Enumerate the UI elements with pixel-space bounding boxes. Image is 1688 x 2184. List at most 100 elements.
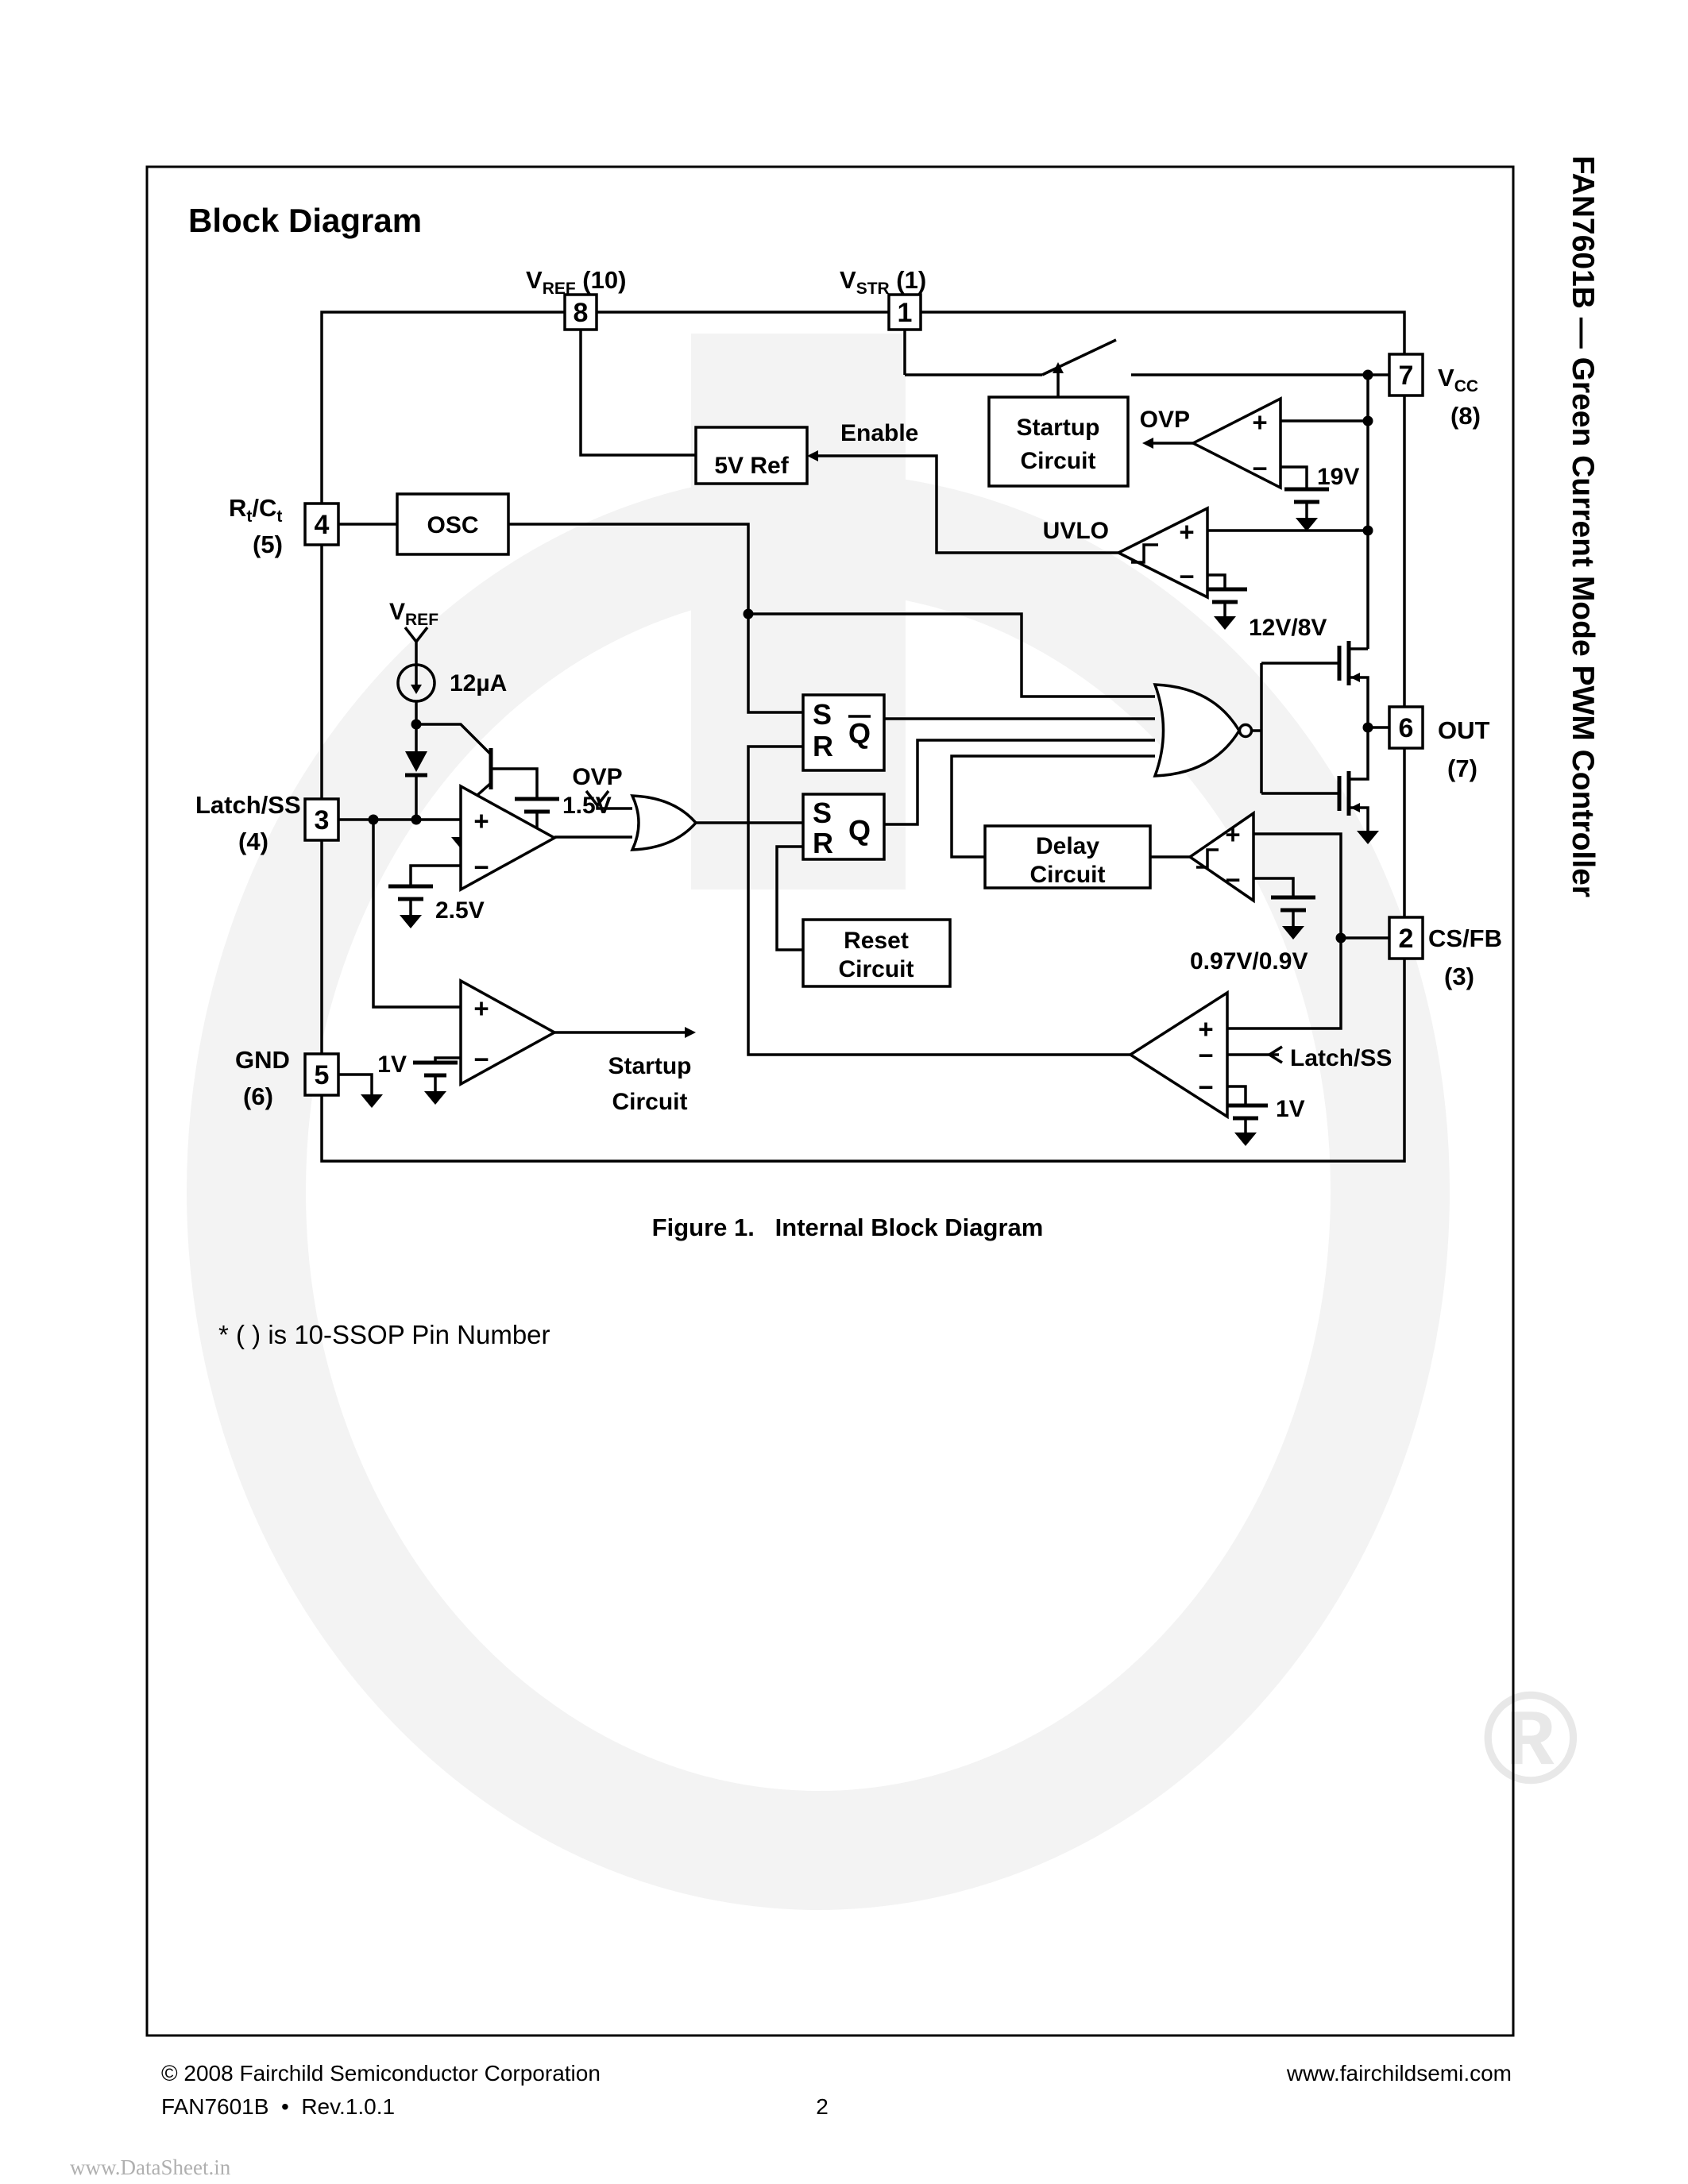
arrowhead-startup-up-icon <box>1053 362 1064 373</box>
switch-icon <box>1041 338 1117 376</box>
label-startup-circuit-2: Circuit <box>612 1089 687 1115</box>
datasheet-watermark-link: www.DataSheet.in <box>70 2155 231 2179</box>
hysteresis-icon-burst <box>1196 848 1219 869</box>
vstr-pkg: (1) <box>890 266 927 294</box>
block-label-startup-2: Circuit <box>1020 448 1095 474</box>
battery-19v-icon <box>1284 487 1329 518</box>
junction-dot <box>368 814 379 825</box>
battery-2v5-icon <box>388 884 433 915</box>
wire-burst-minus <box>1253 877 1295 897</box>
wire-pin3-startupcmp <box>372 820 461 1009</box>
arrowhead-startupcmp-out-icon <box>685 1027 696 1038</box>
wire-faultq-nor <box>884 739 1155 826</box>
pin-number-2: 2 <box>1399 924 1414 954</box>
wire-latchcmp-reset <box>747 745 1130 1056</box>
ground-2v5-icon <box>400 915 422 928</box>
footer-page-number: 2 <box>816 2094 829 2119</box>
pin-boxes <box>303 293 1424 1097</box>
arrowhead-ovp-out-icon <box>1142 438 1153 449</box>
pin-label-latchss-pkg: (4) <box>238 828 268 855</box>
latchcmp-minus1-sign: − <box>1198 1040 1213 1070</box>
arrowhead-enable-icon <box>807 450 818 461</box>
current-source-icon <box>396 663 436 703</box>
block-5v-ref <box>694 426 809 485</box>
label-1v-startup: 1V <box>377 1051 407 1078</box>
pin-box-6 <box>1388 705 1424 750</box>
label-latchss-in: Latch/SS <box>1290 1045 1392 1071</box>
vstr-sub: STR <box>856 280 890 298</box>
comparator-uvlo <box>1115 506 1209 600</box>
wire-bjt-base <box>491 767 539 799</box>
pin-box-2 <box>1388 916 1424 960</box>
rtct-sym2: /C <box>252 494 276 522</box>
pin-label-latchss: Latch/SS <box>195 791 301 819</box>
junction-dots <box>368 369 1373 943</box>
pin-label-gnd: GND <box>235 1046 290 1074</box>
label-vref-mid: VREF <box>389 599 438 629</box>
wire-mosfet-high <box>1349 647 1369 727</box>
uvlo-plus-sign: + <box>1179 517 1194 546</box>
wire-reset-r <box>775 845 803 951</box>
block-osc <box>396 492 510 556</box>
mosfet-low-icon <box>1337 771 1360 816</box>
pin-label-out: OUT <box>1438 716 1490 744</box>
ground-097v-icon <box>1282 926 1304 940</box>
label-ovp-mid: OVP <box>572 764 622 790</box>
rtct-sym1: R <box>229 494 246 522</box>
vref-pkg: (10) <box>576 266 627 294</box>
latch-pwm <box>802 693 886 772</box>
battery-1v-startup-icon <box>413 1060 458 1091</box>
burst-minus-sign: − <box>1225 865 1240 894</box>
nor-gate <box>1153 683 1242 778</box>
pin-number-8: 8 <box>574 298 589 328</box>
pin-label-csfb: CS/FB <box>1428 924 1502 952</box>
label-startup-circuit-1: Startup <box>608 1053 692 1079</box>
pin-label-rtct-pkg: (5) <box>253 531 283 558</box>
wire-vref-rail <box>579 330 696 457</box>
pin-box-3 <box>303 797 340 842</box>
ground-1v-latch-icon <box>1234 1133 1257 1146</box>
startupcmp-plus-sign: + <box>473 994 489 1023</box>
latch-pwm-qbar: Q <box>848 717 871 750</box>
block-label-reset-1: Reset <box>844 928 909 954</box>
startupcmp-minus-sign: − <box>473 1044 489 1074</box>
label-19v: 19V <box>1317 464 1359 490</box>
comparator-latch <box>1127 990 1229 1120</box>
latch-fault-q: Q <box>848 814 871 847</box>
hysteresis-icon-uvlo <box>1131 543 1158 564</box>
wire-uvlo-enable <box>817 454 1118 554</box>
wire-bjt-collector <box>416 723 492 756</box>
wire-delay-nor <box>950 754 1155 859</box>
pin-number-4: 4 <box>315 510 330 540</box>
latchcmp-plus-sign: + <box>1198 1014 1213 1044</box>
pin-label-vstr: VSTR (1) <box>840 266 926 298</box>
latchcmp-minus2-sign: − <box>1198 1072 1213 1102</box>
ovp-plus-sign: + <box>1252 407 1267 437</box>
label-1v5: 1.5V <box>562 793 612 819</box>
label-ovp-right: OVP <box>1140 407 1190 433</box>
wire-uvlo-minus <box>1207 573 1226 589</box>
pin-number-5: 5 <box>315 1060 330 1090</box>
wire-ovp-minus <box>1280 465 1308 489</box>
rtct-sub1: t <box>246 507 252 526</box>
background-logo-watermark: ® <box>187 334 1579 1910</box>
nor-bubble-icon <box>1238 723 1253 739</box>
label-uvlo: UVLO <box>1043 518 1109 544</box>
vcc-sub: CC <box>1454 377 1478 396</box>
junction-dot <box>1362 525 1373 536</box>
pin-number-6: 6 <box>1399 713 1414 743</box>
vref-supply-icon <box>404 626 429 665</box>
ground-ovp-icon <box>1296 518 1318 531</box>
junction-dot <box>1362 415 1373 426</box>
label-2v5: 2.5V <box>435 897 485 924</box>
latch-pwm-r: R <box>813 730 833 762</box>
ground-mosfet-icon <box>1357 831 1379 844</box>
junction-dot <box>743 608 754 619</box>
wire-latchcmp-1v <box>1227 1085 1247 1106</box>
or-gate <box>630 794 698 851</box>
page-footer: © 2008 Fairchild Semiconductor Corporati… <box>70 2061 1512 2179</box>
ground-gnd-pin-icon <box>361 1094 383 1108</box>
ovp-signal-icon <box>585 789 610 808</box>
battery-097v-icon <box>1271 895 1315 926</box>
footer-copyright: © 2008 Fairchild Semiconductor Corporati… <box>161 2061 601 2086</box>
